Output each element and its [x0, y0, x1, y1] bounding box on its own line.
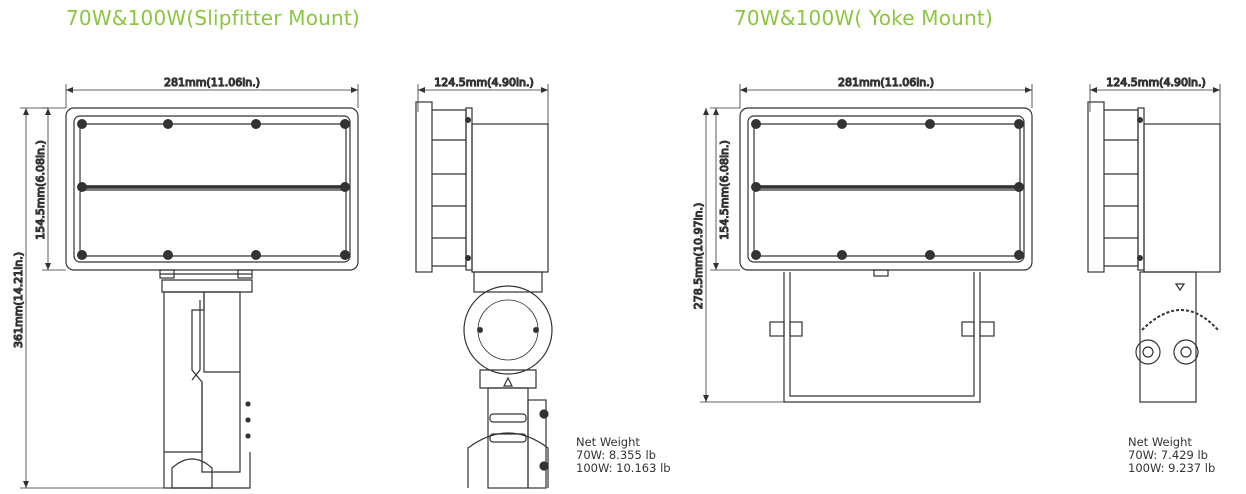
slipfitter-net-weight: Net Weight 70W: 8.355 lb 100W: 10.163 lb — [576, 436, 671, 475]
yoke-net-weight: Net Weight 70W: 7.429 lb 100W: 9.237 lb — [1128, 436, 1215, 475]
yoke-overall-height-label: 278.5mm(10.97in.) — [692, 203, 705, 310]
slipfitter-front-view — [20, 84, 359, 489]
slipfitter-title: 70W&100W(Slipfitter Mount) — [66, 6, 360, 30]
yoke-side-view — [1087, 84, 1221, 403]
yoke-weight-100w: 100W: 9.237 lb — [1128, 461, 1216, 475]
slipfitter-width-label: 281mm(11.06in.) — [164, 76, 260, 89]
slipfitter-weight-100w: 100W: 10.163 lb — [576, 461, 671, 475]
slipfitter-overall-height-label: 361mm(14.21in.) — [12, 252, 25, 348]
yoke-title: 70W&100W( Yoke Mount) — [734, 6, 993, 30]
yoke-front-view — [700, 84, 1033, 403]
slipfitter-weight-70w: 70W: 8.355 lb — [576, 448, 656, 462]
yoke-weight-70w: 70W: 7.429 lb — [1128, 448, 1208, 462]
yoke-depth-label: 124.5mm(4.90in.) — [1106, 76, 1206, 89]
yoke-weight-label: Net Weight — [1128, 435, 1192, 449]
slipfitter-weight-label: Net Weight — [576, 435, 640, 449]
yoke-head-height-label: 154.5mm(6.08in.) — [718, 140, 731, 240]
slipfitter-side-view — [415, 84, 553, 489]
slipfitter-head-height-label: 154.5mm(6.08in.) — [34, 140, 47, 240]
slipfitter-depth-label: 124.5mm(4.90in.) — [434, 76, 534, 89]
yoke-width-label: 281mm(11.06in.) — [838, 76, 934, 89]
